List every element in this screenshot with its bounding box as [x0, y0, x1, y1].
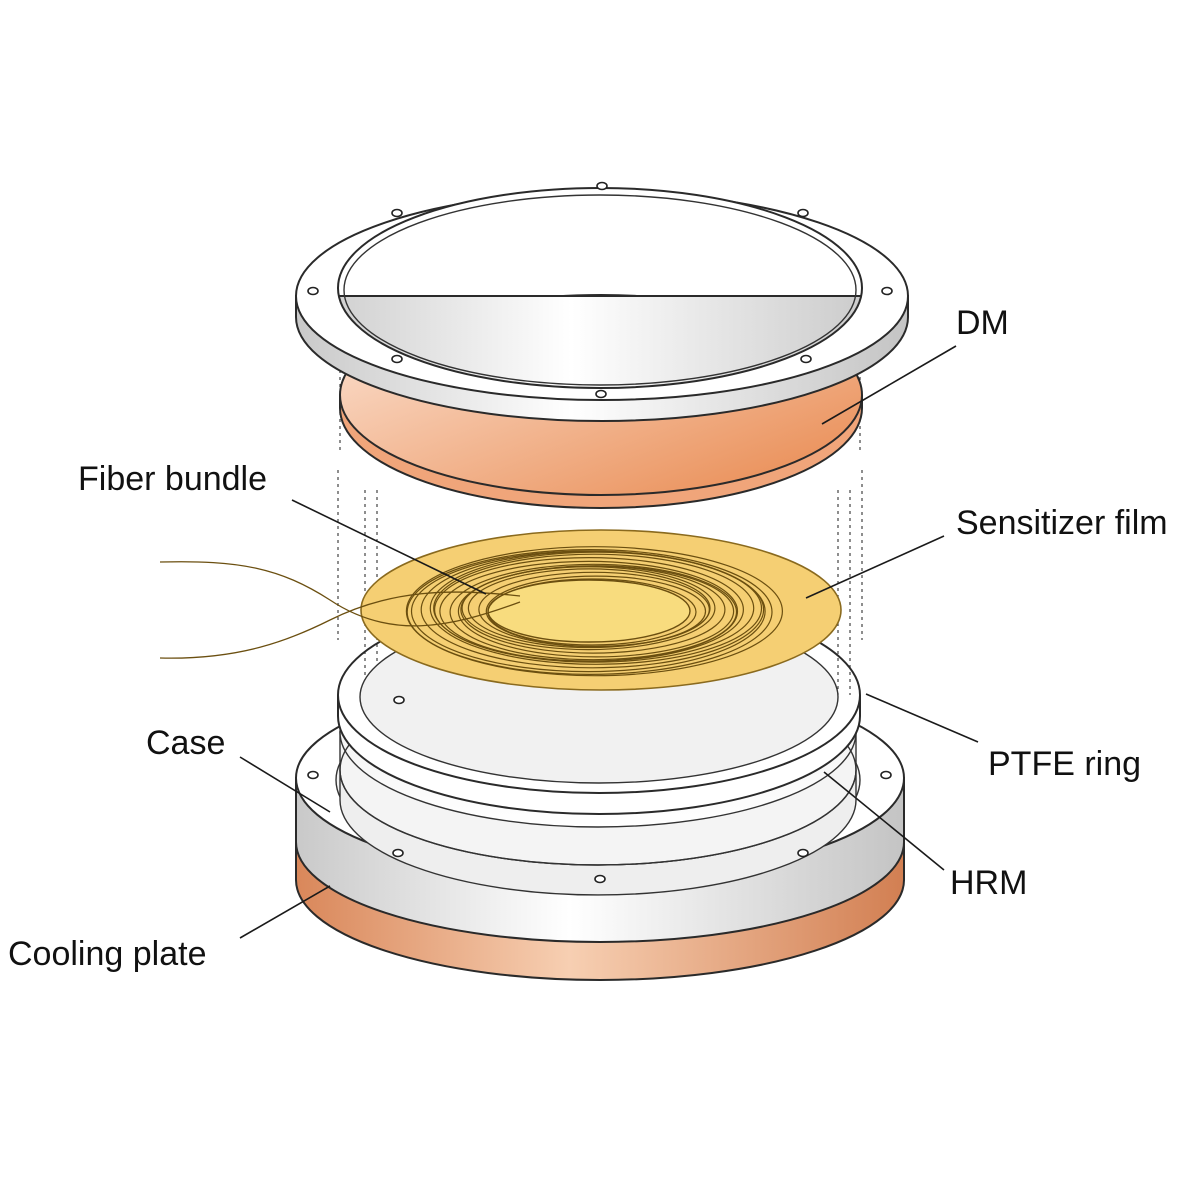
fiber-coil-loop	[406, 548, 773, 675]
fiber-coil-loop	[461, 566, 716, 651]
screw-hole-icon	[392, 848, 404, 858]
top-ring-screw-holes	[307, 181, 893, 399]
fiber-coil-loop	[434, 556, 744, 662]
screw-hole-icon	[797, 848, 809, 858]
fiber-coil-loop	[478, 571, 710, 648]
fiber-coil-loop	[457, 565, 735, 658]
leader-ptfe-ring	[865, 693, 979, 743]
fiber-coil-loop	[467, 568, 711, 649]
screw-hole-icon	[307, 770, 319, 780]
screw-hole-icon	[800, 354, 812, 364]
labels: DM Fiber bundle Sensitizer film Case PTF…	[8, 304, 1168, 973]
screw-hole-icon	[594, 874, 606, 884]
label-case: Case	[146, 724, 225, 762]
label-hrm: HRM	[950, 864, 1027, 902]
fiber-coil-loop	[433, 553, 755, 663]
screw-hole-icon	[797, 208, 809, 218]
screw-hole-icon	[596, 181, 608, 191]
screw-hole-icon	[391, 208, 403, 218]
screw-hole-icon	[391, 354, 403, 364]
leader-cooling-plate	[239, 885, 331, 939]
leader-fiber-bundle	[291, 499, 487, 595]
fiber-coil-loop	[429, 551, 763, 665]
screw-hole-icon	[880, 770, 892, 780]
screw-hole-icon	[595, 389, 607, 399]
fiber-coil-loop	[405, 546, 784, 677]
leader-dm	[821, 345, 957, 425]
fiber-coil-loop	[410, 550, 766, 673]
fiber-coil-loop	[449, 563, 738, 661]
label-dm: DM	[956, 304, 1009, 342]
label-sensitizer-film: Sensitizer film	[956, 504, 1168, 542]
leader-hrm	[823, 771, 945, 871]
leader-case	[239, 756, 331, 813]
alignment-guides	[337, 370, 863, 780]
leader-sensitizer-film	[805, 535, 945, 599]
fiber-coils	[405, 546, 784, 677]
fiber-coil-loop	[487, 578, 697, 646]
case-screw-holes	[307, 770, 892, 884]
screw-hole-icon	[307, 286, 319, 296]
label-cooling-plate: Cooling plate	[8, 935, 206, 973]
screw-hole-icon	[881, 286, 893, 296]
label-fiber-bundle: Fiber bundle	[78, 460, 267, 498]
top-ring	[295, 181, 909, 422]
fiber-bundle	[159, 546, 784, 677]
label-ptfe-ring: PTFE ring	[988, 745, 1141, 783]
screw-hole-icon	[393, 695, 405, 705]
leader-lines	[239, 345, 979, 939]
